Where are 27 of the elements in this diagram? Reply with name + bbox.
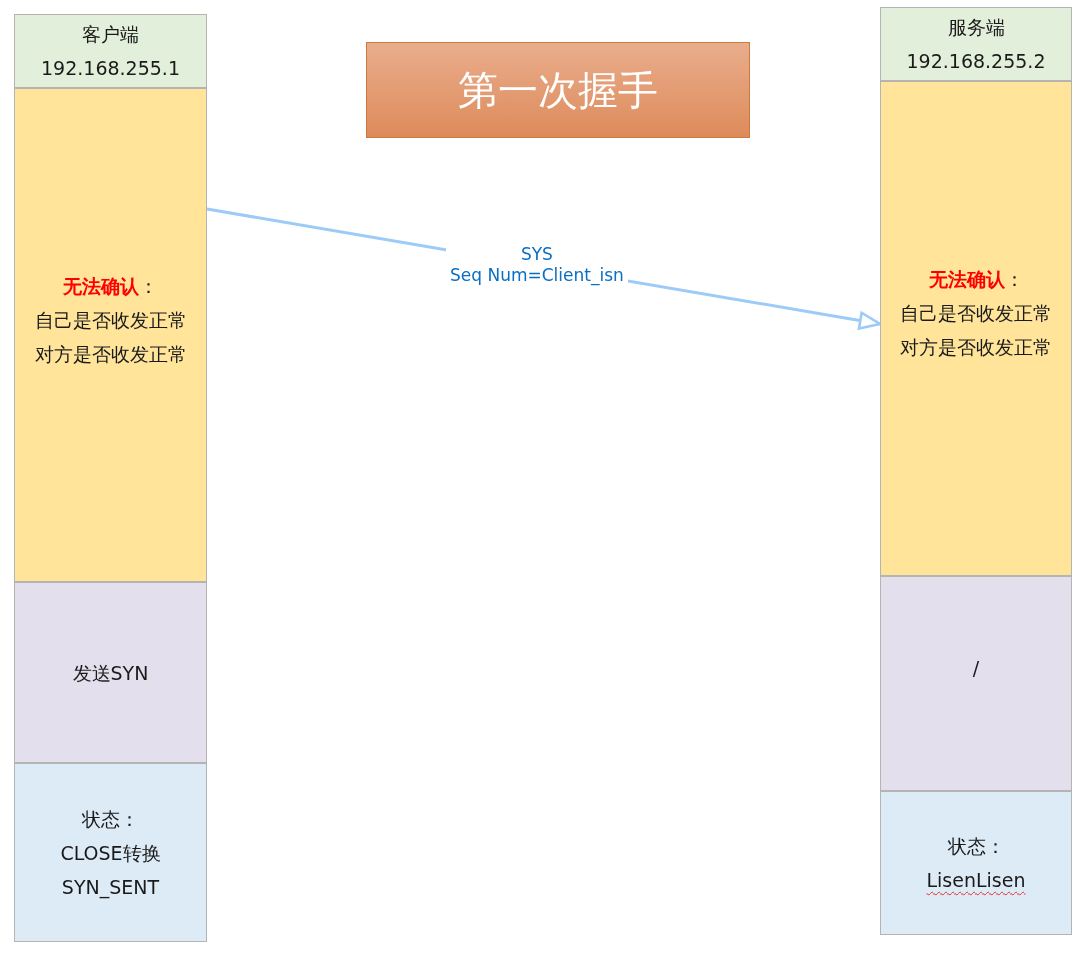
note-text: 对方是否收发正常: [34, 343, 187, 365]
action-text: 发送SYN: [72, 661, 149, 684]
header-box: [14, 14, 207, 88]
status-value: SYN_SENT: [61, 875, 160, 898]
status-box: [14, 763, 207, 942]
title-banner: 第一次握手: [366, 42, 750, 138]
action-box: [14, 582, 207, 763]
note-text: 自己是否收发正常: [34, 309, 187, 331]
host-label: 服务端: [947, 16, 1005, 38]
status-value: LisenLisen: [926, 869, 1026, 891]
ip-address: 192.168.255.1: [41, 57, 180, 79]
note-box: [880, 81, 1072, 576]
status-box: [880, 791, 1072, 935]
note-heading: 无法确认：: [63, 275, 158, 297]
note-heading: 无法确认：: [928, 267, 1024, 290]
ip-address: 192.168.255.2: [906, 50, 1046, 72]
header-box: [880, 7, 1072, 81]
note-text: 自己是否收发正常: [900, 301, 1052, 324]
note-box: [14, 88, 207, 582]
edge-label: SYS Seq Num=Client_isn: [446, 244, 628, 286]
status-label: 状态：: [947, 835, 1005, 857]
note-text: 对方是否收发正常: [900, 335, 1052, 358]
action-box: [880, 576, 1072, 791]
host-label: 客户端: [82, 23, 139, 45]
action-text: /: [972, 656, 980, 679]
status-value: CLOSE转换: [60, 841, 161, 864]
status-label: 状态：: [82, 807, 139, 830]
